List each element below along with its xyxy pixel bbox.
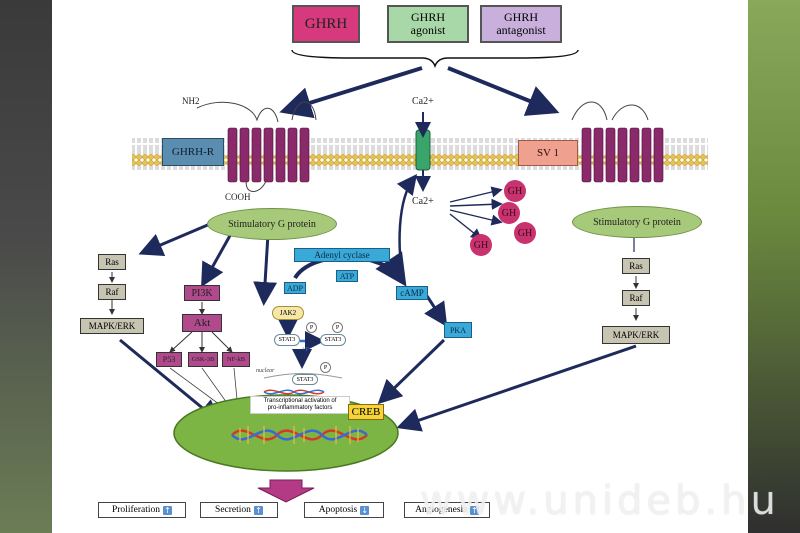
left-side-panel	[0, 0, 52, 533]
ghrh-r-helices	[227, 127, 310, 183]
outcome-secretion: Secretion↑	[200, 502, 278, 518]
mapk-erk-right: MAPK/ERK	[602, 326, 670, 344]
gh-molecule: GH	[470, 234, 492, 256]
dna-helix	[231, 426, 368, 444]
pka-box: PKA	[444, 322, 472, 338]
outcome-proliferation: Proliferation↑	[98, 502, 186, 518]
ca-top-label: Ca2+	[412, 96, 434, 107]
phospho-p-b: P	[332, 322, 343, 333]
outcome-apoptosis: Apoptosis↓	[304, 502, 384, 518]
plus-p-label: +P	[302, 347, 309, 353]
diagram-shapes	[109, 49, 708, 503]
mapk-erk-left: MAPK/ERK	[80, 318, 144, 334]
stat-dna-mini	[263, 389, 325, 395]
ghrh-agonist-box: GHRH agonist	[387, 5, 469, 43]
ghrh-r-box: GHRH-R	[162, 138, 224, 166]
atp-box: ATP	[336, 270, 358, 282]
akt-nfkb-arrow	[211, 331, 233, 353]
camp-pka-arrow	[424, 295, 448, 328]
outcome-arrow	[257, 479, 315, 503]
nuclear-label: nuclear	[256, 368, 275, 374]
stat3-box-c: STAT3	[292, 374, 318, 385]
pka-creb-arrow	[377, 338, 446, 405]
ras-left: Ras	[98, 254, 126, 270]
watermark-text: www.unideb.hu	[420, 478, 780, 524]
ca-gh-arrows	[449, 186, 503, 240]
nfkb-box: NF-kB	[222, 352, 250, 367]
ras-right: Ras	[622, 258, 650, 274]
p53-box: P53	[156, 352, 182, 367]
ligand-brace	[291, 49, 579, 69]
receptor-loop-left-2	[291, 101, 317, 121]
ghrh-agonist-label: GHRH agonist	[410, 10, 446, 37]
arrow-to-stat	[253, 233, 278, 306]
gh-molecule: GH	[514, 222, 536, 244]
phospho-p-c: P	[320, 362, 331, 373]
ghrh-box: GHRH	[292, 5, 360, 43]
receptor-loop-right	[571, 101, 608, 121]
down-arrow-icon: ↓	[360, 505, 370, 515]
cooh-label: COOH	[225, 192, 251, 202]
calcium-channel	[415, 129, 431, 171]
receptor-loop-left	[196, 101, 279, 123]
adenyl-cyclase-box: Adenyl cyclase	[294, 248, 390, 262]
diagram-canvas: GHRH GHRH agonist GHRH antagonist NH2 GH…	[52, 0, 748, 533]
gh-molecule: GH	[504, 180, 526, 202]
stat3-box-a: STAT3	[274, 334, 300, 346]
adp-box: ADP	[284, 282, 306, 294]
arrow-to-sv1	[447, 66, 560, 116]
stimulatory-g-protein-right: Stimulatory G protein	[572, 206, 702, 238]
ghrh-antagonist-label: GHRH antagonist	[496, 10, 546, 37]
sv1-box: SV 1	[518, 140, 578, 166]
jak2-box: JAK2	[272, 306, 304, 320]
gsk3b-box: GSK-3B	[188, 352, 218, 367]
akt-p53-arrow	[169, 331, 193, 353]
mapk-right-to-nucleus	[396, 344, 637, 432]
camp-box: cAMP	[396, 286, 428, 300]
ghrh-label: GHRH	[304, 15, 348, 32]
phospho-p-a: P	[306, 322, 317, 333]
akt-box: Akt	[182, 314, 222, 332]
sv1-helices	[581, 127, 664, 183]
creb-box: CREB	[348, 404, 384, 420]
arrow-to-ras-left	[138, 222, 211, 257]
outcome-angiogenesis: Angiogenesis↑	[404, 502, 490, 518]
nucleus	[173, 394, 399, 472]
ca-bottom-label: Ca2+	[412, 196, 434, 207]
ghrh-r-label: GHRH-R	[171, 146, 215, 158]
up-arrow-icon: ↑	[253, 505, 263, 515]
stat3-box-b: STAT3	[320, 334, 346, 346]
right-side-panel	[748, 0, 800, 533]
pi3k-box: PI3K	[184, 285, 220, 301]
ghrh-antagonist-box: GHRH antagonist	[480, 5, 562, 43]
nuclear-membrane-line	[263, 373, 343, 379]
raf-left: Raf	[98, 284, 126, 300]
receptor-loop-right-2	[611, 104, 649, 121]
arrow-to-pi3k	[201, 231, 234, 288]
up-arrow-icon: ↑	[469, 505, 479, 515]
nh2-label: NH2	[182, 96, 200, 106]
camp-to-channel-arrow	[396, 174, 418, 283]
sv1-label: SV 1	[536, 147, 560, 159]
gh-molecule: GH	[498, 202, 520, 224]
up-arrow-icon: ↑	[163, 505, 172, 515]
mapk-left-to-nucleus	[119, 338, 222, 424]
raf-right: Raf	[622, 290, 650, 306]
stat-caption: Transcriptional activation of pro-inflam…	[250, 396, 350, 414]
arrow-to-ghrh-r	[279, 66, 423, 119]
stimulatory-g-protein-left: Stimulatory G protein	[207, 208, 337, 240]
